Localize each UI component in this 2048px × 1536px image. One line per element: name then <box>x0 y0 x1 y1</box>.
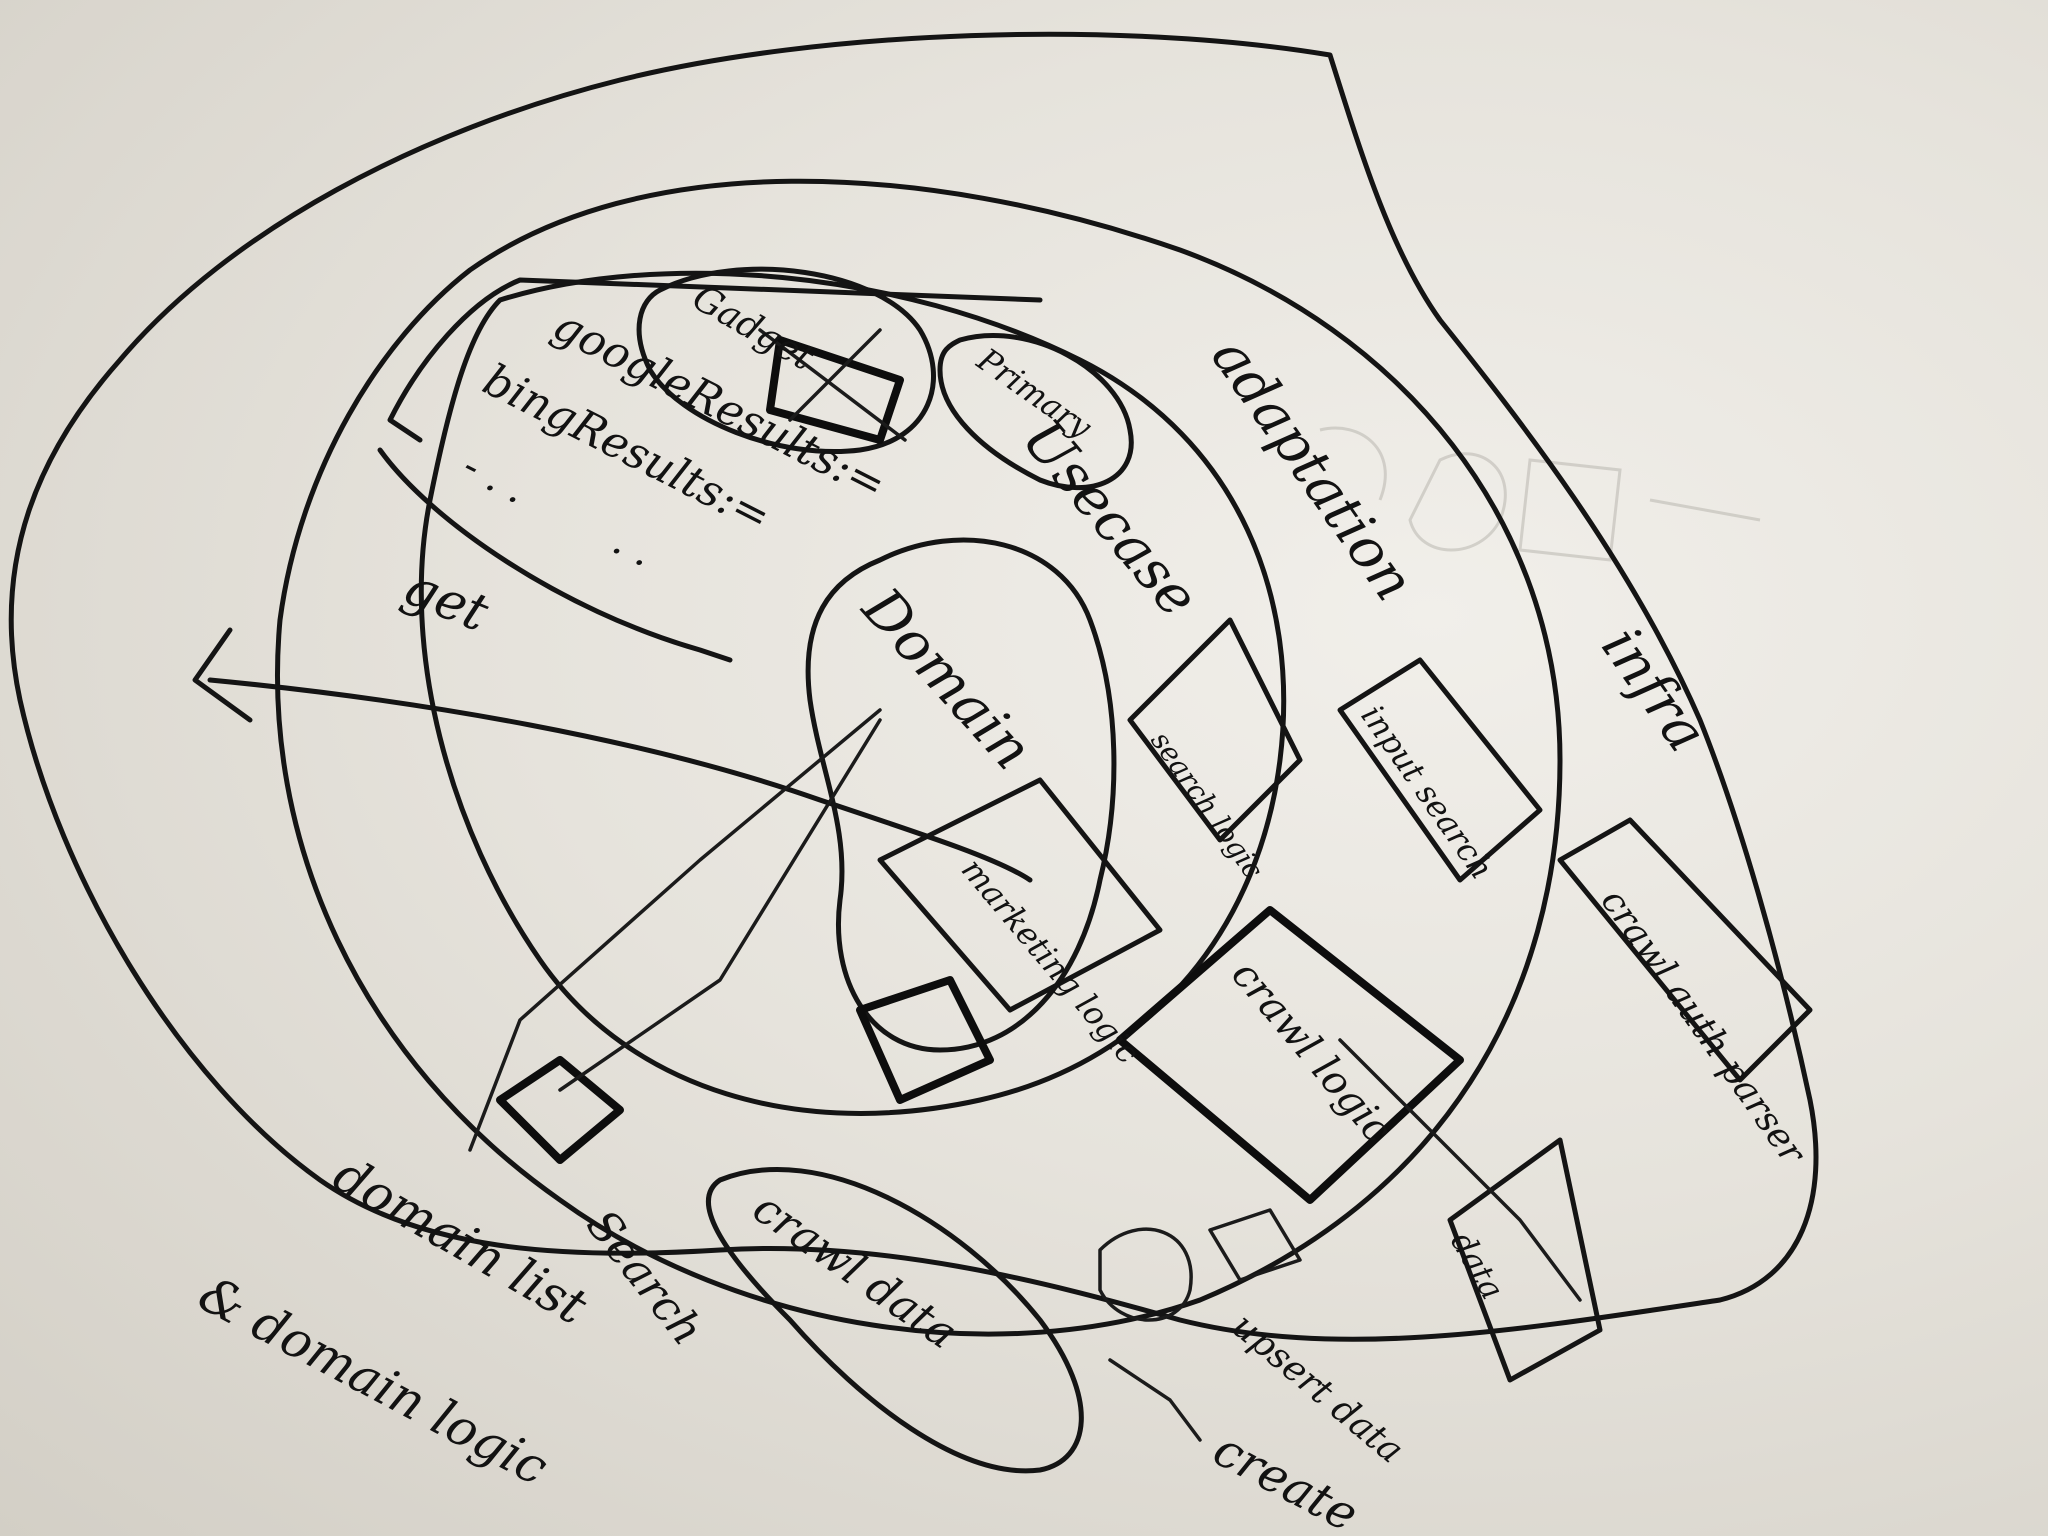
crawl-auth-parser-label: crawl auth parser <box>1593 882 1814 1173</box>
create-label: create <box>1204 1421 1367 1536</box>
adaptation-label: adaptation <box>1199 326 1427 613</box>
crawl-data-label: crawl data <box>744 1182 967 1359</box>
connector-box-3 <box>1208 1208 1302 1282</box>
domain-list-label: domain list <box>324 1145 597 1336</box>
primary-bubble <box>937 333 1134 491</box>
results-bracket <box>377 277 1043 663</box>
adaptation-circle <box>275 178 1563 1337</box>
upsert-arrow <box>1108 1358 1202 1442</box>
crawl-logic-label: crawl logic <box>1222 952 1400 1152</box>
infra-label: infra <box>1589 616 1720 764</box>
dots-1-label: - . . <box>455 443 533 513</box>
crawl-logic-box <box>1116 906 1464 1204</box>
get-arrow <box>207 677 1033 883</box>
connector-box-1 <box>856 976 994 1104</box>
domain-circle <box>805 537 1117 1053</box>
data-box <box>1447 1137 1603 1383</box>
usecase-label: Usecase <box>1009 407 1210 629</box>
crawl-to-data-line <box>1338 1038 1582 1302</box>
crawl-auth-parser-box <box>1557 817 1813 1083</box>
input-search-box <box>1337 657 1543 883</box>
crawl-data-bubble <box>706 1167 1084 1474</box>
search-label: Search <box>576 1200 713 1355</box>
domain-list-box <box>496 1056 624 1164</box>
domain-logic-label: & domain logic <box>189 1264 557 1496</box>
connector-box-2 <box>1098 1227 1193 1322</box>
domain-label: Domain <box>849 575 1045 782</box>
gadget-oval <box>636 266 936 454</box>
gadget-box <box>766 336 904 444</box>
search-logic-label: search logic <box>1144 725 1270 885</box>
search-logic-box <box>1127 617 1303 843</box>
data-label: data <box>1443 1225 1512 1306</box>
get-label: get <box>395 556 496 643</box>
domain-to-list-line <box>468 708 882 1152</box>
dots-2-label: . . <box>605 518 660 576</box>
domain-to-search-line <box>558 718 882 1092</box>
outer-boundary <box>8 31 1819 1342</box>
input-search-label: input search <box>1353 698 1501 886</box>
marketing-logic-box <box>877 777 1163 1013</box>
